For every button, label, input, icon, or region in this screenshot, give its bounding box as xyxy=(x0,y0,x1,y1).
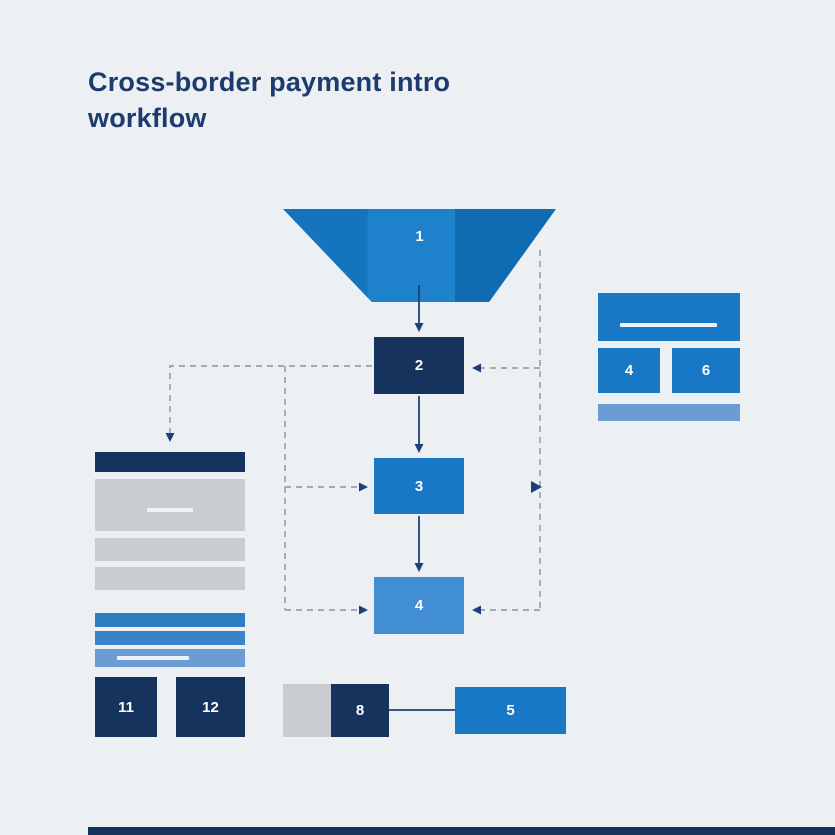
dashed-2-to-left-card xyxy=(165,365,372,442)
left-card-blue-stripe-3 xyxy=(95,649,245,667)
left-card-stripe-line xyxy=(117,656,189,660)
node-2-label: 2 xyxy=(414,357,424,374)
left-card-box-12: 12 xyxy=(176,677,245,737)
right-card: 4 6 xyxy=(598,293,740,421)
title-line-2: workflow xyxy=(88,103,207,133)
right-card-footer-bar xyxy=(598,404,740,421)
node-3: 3 xyxy=(374,458,464,514)
title-line-1: Cross-border payment intro xyxy=(88,67,451,97)
right-card-box-6: 6 xyxy=(672,348,740,393)
right-pointing-arrowhead xyxy=(531,481,542,493)
right-card-box-4: 4 xyxy=(598,348,660,393)
right-card-box-6-label: 6 xyxy=(701,362,711,379)
node-1-label: 1 xyxy=(415,228,424,245)
node-4: 4 xyxy=(374,577,464,634)
left-card-box-12-label: 12 xyxy=(202,698,219,716)
node-3-label: 3 xyxy=(414,477,424,495)
left-card-header-bar xyxy=(95,452,245,472)
left-card-gray-bar-2 xyxy=(95,567,245,590)
node-8: 8 xyxy=(331,684,389,737)
node-5: 5 xyxy=(455,687,566,734)
right-card-box-4-label: 4 xyxy=(624,362,634,379)
node-2: 2 xyxy=(374,337,464,394)
page-title: Cross-border payment intro workflow xyxy=(88,64,450,136)
node-8-label: 8 xyxy=(355,702,365,719)
right-card-header xyxy=(598,293,740,341)
node-1-funnel: 1 xyxy=(283,209,556,302)
footer-bar xyxy=(88,827,835,835)
left-card-blue-stripe-1 xyxy=(95,613,245,627)
left-card-content-line xyxy=(147,508,193,512)
left-card-box-11-label: 11 xyxy=(118,698,134,716)
bottom-gray-block xyxy=(283,684,331,737)
right-card-header-line xyxy=(620,323,717,327)
left-card-blue-stripe-2 xyxy=(95,631,245,645)
node-5-label: 5 xyxy=(506,702,515,719)
left-card: 11 12 xyxy=(95,452,245,737)
left-card-gray-bar-1 xyxy=(95,538,245,561)
node-4-label: 4 xyxy=(414,597,424,614)
left-card-content-block xyxy=(95,479,245,531)
left-card-box-11: 11 xyxy=(95,677,157,737)
